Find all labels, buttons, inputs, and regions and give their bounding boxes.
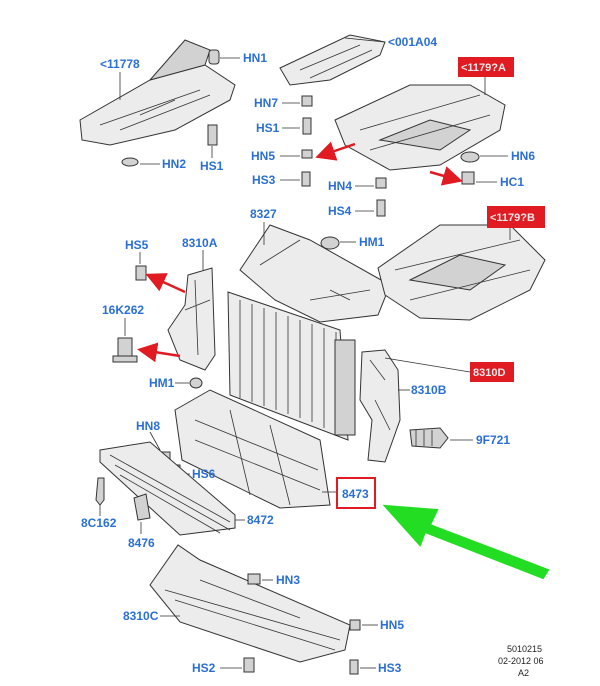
label-hs6: HS6: [192, 467, 216, 481]
label-8310d: 8310D: [473, 367, 505, 379]
label-11778: <11778: [100, 57, 140, 71]
label-hn6: HN6: [511, 149, 535, 163]
fastener-screw-icon: [135, 265, 147, 281]
push-clip-icon: [461, 171, 475, 185]
label-8327: 8327: [250, 207, 277, 221]
label-hn4: HN4: [328, 179, 352, 193]
label-8472: 8472: [247, 513, 274, 527]
reference-number: 5010215: [507, 644, 542, 654]
red-arrow-icon: [145, 273, 186, 294]
fastener-screw-icon: [376, 199, 386, 217]
label-hn1: HN1: [243, 51, 267, 65]
label-hn3-bottom: HN3: [276, 573, 300, 587]
push-clip-icon: [247, 573, 261, 585]
duct-8327: [239, 224, 391, 323]
bracket-8c162: [95, 477, 105, 506]
fastener-screw-icon: [349, 659, 359, 675]
grille-carrier-8473: [174, 389, 331, 509]
label-1179a: <1179?A: [461, 62, 506, 74]
label-hm1-mid: HM1: [149, 376, 175, 390]
highlight-badge: [487, 206, 545, 228]
label-8c162: 8C162: [81, 516, 117, 530]
label-hs1-left: HS1: [200, 159, 224, 173]
highlight-badge: [458, 57, 514, 77]
push-clip-icon: [460, 151, 480, 163]
radiator-core: [227, 291, 356, 441]
label-8310a: 8310A: [182, 236, 218, 250]
label-8310b: 8310B: [411, 383, 447, 397]
shield-11778: [79, 39, 236, 146]
push-clip-icon: [301, 95, 313, 107]
label-9f721: 9F721: [476, 433, 510, 447]
grille-8472: [99, 441, 236, 536]
label-hn5-top: HN5: [251, 149, 275, 163]
push-clip-icon: [349, 619, 361, 631]
push-clip-icon: [189, 377, 203, 389]
label-hs4: HS4: [328, 204, 352, 218]
fastener-screw-icon: [301, 171, 311, 187]
fastener-screw-icon: [302, 117, 312, 135]
push-clip-icon: [121, 157, 139, 167]
label-hs3-bottom: HS3: [378, 661, 402, 675]
reference-date: 02-2012 06: [498, 656, 544, 666]
push-clip-icon: [208, 49, 220, 65]
label-16k262: 16K262: [102, 303, 144, 317]
label-hn2: HN2: [162, 157, 186, 171]
red-arrow-icon: [137, 342, 181, 363]
bracket-8476: [133, 493, 151, 521]
shield-1179b: [377, 224, 546, 321]
label-hm1-top: HM1: [359, 235, 385, 249]
label-hs5: HS5: [125, 238, 149, 252]
splash-shield-8310c: [149, 544, 351, 663]
label-hs3-top: HS3: [252, 173, 276, 187]
sensor-9f721: [409, 427, 449, 449]
label-hc1: HC1: [500, 175, 524, 189]
push-clip-icon: [301, 149, 313, 159]
label-hs1-top: HS1: [256, 121, 280, 135]
shield-1179a: [334, 84, 506, 171]
label-8310c: 8310C: [123, 609, 159, 623]
label-hs2: HS2: [192, 661, 216, 675]
deflector-8310a: [167, 267, 216, 371]
red-arrow-icon: [315, 141, 356, 161]
highlight-badge: [470, 362, 514, 382]
reference-rev: A2: [518, 668, 529, 678]
label-hn5-bottom: HN5: [380, 618, 404, 632]
push-clip-icon: [320, 236, 340, 250]
label-1179b: <1179?B: [490, 212, 535, 224]
shield-001a04: [279, 34, 386, 86]
fastener-screw-icon: [243, 657, 255, 673]
push-clip-icon: [375, 177, 387, 189]
label-8476: 8476: [128, 536, 155, 550]
label-hn7: HN7: [254, 96, 278, 110]
label-8473: 8473: [342, 487, 369, 501]
red-arrow-icon: [429, 166, 463, 186]
label-001a04: <001A04: [388, 35, 437, 49]
green-arrow-icon: [382, 504, 550, 580]
highlight-outline: [336, 477, 376, 509]
fastener-screw-icon: [112, 337, 138, 363]
label-hn8: HN8: [136, 419, 160, 433]
fastener-screw-icon: [207, 124, 218, 146]
deflector-8310b: [359, 349, 401, 463]
